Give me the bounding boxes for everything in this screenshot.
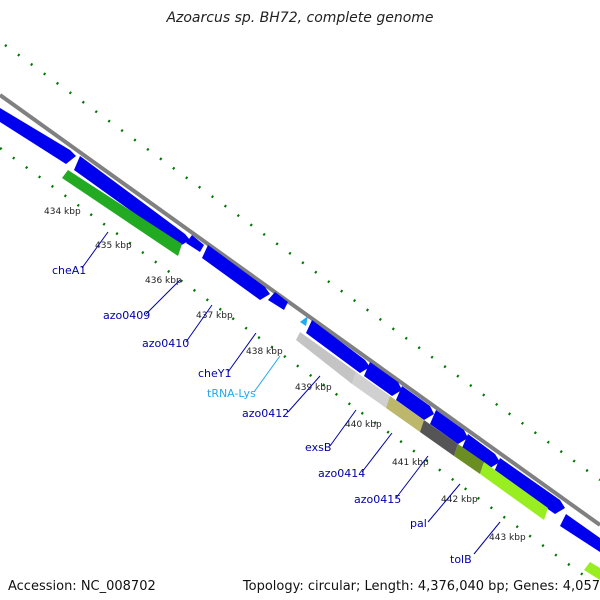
leader-exsB	[329, 409, 357, 447]
kbp-label: 437 kbp	[196, 311, 233, 321]
cds-feature[interactable]	[268, 292, 288, 310]
gene-label-tolB[interactable]: tolB	[450, 553, 472, 566]
gene-label-exsB[interactable]: exsB	[305, 441, 331, 454]
gene-label-azo0412[interactable]: azo0412	[242, 407, 289, 420]
leader-azo0409	[145, 279, 181, 315]
cds-feature[interactable]	[430, 410, 468, 444]
kbp-label: 441 kbp	[392, 458, 429, 468]
gene-label-tRNA-Lys[interactable]: tRNA-Lys	[207, 387, 256, 400]
kbp-label: 438 kbp	[246, 347, 283, 357]
leader-cheY1	[227, 332, 257, 373]
kbp-label: 436 kbp	[145, 276, 182, 286]
gene-label-cheY1[interactable]: cheY1	[198, 367, 232, 380]
feature-azo0415[interactable]	[420, 420, 458, 456]
kbp-label: 443 kbp	[489, 533, 526, 543]
cds-feature[interactable]	[396, 386, 434, 420]
cds-feature[interactable]	[202, 245, 270, 300]
inner-tick-ring	[0, 146, 591, 582]
feature-azo0414[interactable]	[386, 396, 424, 432]
gene-label-azo0409[interactable]: azo0409	[103, 309, 150, 322]
leader-azo0412	[287, 375, 321, 413]
feature-cheA1[interactable]	[62, 170, 182, 256]
leader-azo0415	[395, 455, 429, 499]
cds-feature[interactable]	[364, 362, 402, 396]
reverse-strand-features	[62, 170, 600, 580]
kbp-scale: 434 kbp 435 kbp 436 kbp 437 kbp 438 kbp …	[44, 207, 526, 543]
feature-exsB[interactable]	[352, 372, 390, 408]
leader-cheA1	[81, 231, 109, 269]
kbp-label: 442 kbp	[441, 495, 478, 505]
gene-label-pal[interactable]: pal	[410, 517, 427, 530]
feature-azo0412[interactable]	[296, 332, 356, 384]
feature-tolB[interactable]	[480, 462, 548, 520]
cds-feature[interactable]	[560, 514, 600, 552]
gene-label-azo0415[interactable]: azo0415	[354, 493, 401, 506]
leader-azo0410	[185, 304, 213, 343]
forward-strand-features	[0, 108, 600, 552]
genome-backbone	[0, 93, 600, 527]
feature-partial[interactable]	[584, 562, 600, 580]
outer-tick-ring	[4, 43, 600, 482]
leader-tolB	[473, 521, 501, 555]
gene-label-azo0410[interactable]: azo0410	[142, 337, 189, 350]
kbp-label: 434 kbp	[44, 207, 81, 217]
cds-feature[interactable]	[306, 320, 370, 373]
leader-azo0414	[361, 432, 393, 473]
kbp-label: 435 kbp	[95, 241, 132, 251]
topology-text: Topology: circular; Length: 4,376,040 bp…	[242, 579, 600, 594]
kbp-label: 439 kbp	[295, 383, 332, 393]
map-title: Azoarcus sp. BH72, complete genome	[166, 10, 434, 26]
leader-tRNA	[253, 355, 281, 393]
kbp-label: 440 kbp	[345, 420, 382, 430]
cds-feature[interactable]	[186, 235, 204, 252]
feature-pal[interactable]	[454, 444, 484, 474]
gene-label-azo0414[interactable]: azo0414	[318, 467, 365, 480]
gene-label-cheA1[interactable]: cheA1	[52, 264, 86, 277]
cds-feature[interactable]	[462, 434, 500, 468]
cds-feature[interactable]	[494, 458, 565, 514]
leader-pal	[427, 483, 461, 523]
trna-marker[interactable]	[300, 316, 308, 326]
accession-text: Accession: NC_008702	[8, 579, 156, 594]
cds-feature[interactable]	[74, 156, 190, 246]
cds-feature[interactable]	[0, 108, 76, 164]
gene-labels: cheA1 azo0409 azo0410 cheY1 tRNA-Lys azo…	[52, 264, 472, 566]
leader-lines	[81, 231, 501, 555]
